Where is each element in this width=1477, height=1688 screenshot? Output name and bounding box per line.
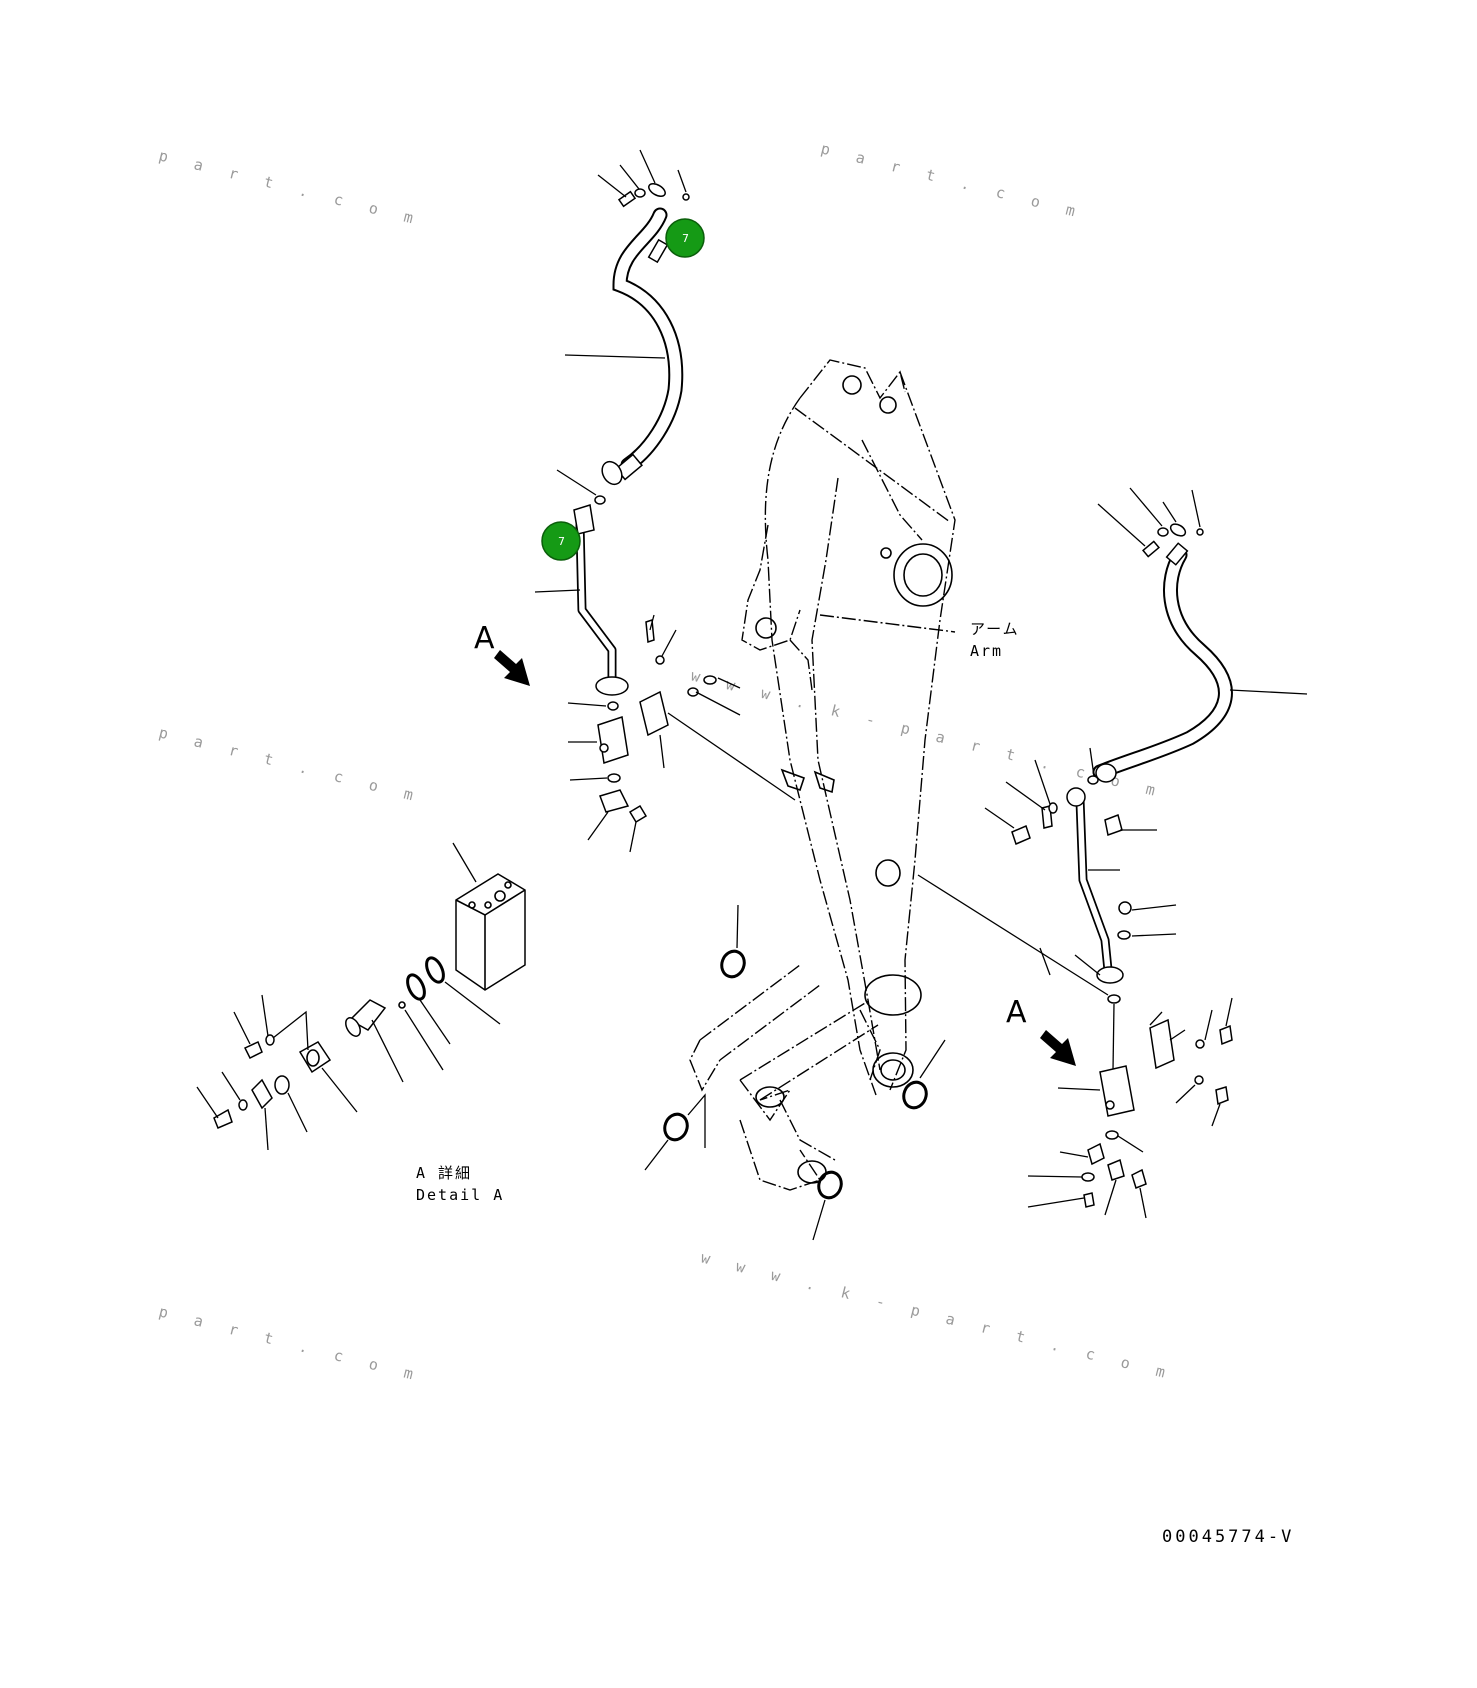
hose-left — [601, 207, 684, 486]
flange-bolts-right — [1097, 487, 1204, 558]
arm-label-jp: アーム — [970, 620, 1020, 638]
bucket-linkage — [689, 964, 881, 1191]
o-ring — [902, 1080, 928, 1110]
watermark: w w w . k - p a r t . c o m — [699, 1248, 1176, 1383]
arm-label-en: Arm — [970, 642, 1003, 660]
view-arrow-left-icon — [494, 650, 530, 686]
drawing-number: 00045774-V — [1162, 1527, 1294, 1547]
callout-7-tube[interactable]: 7 — [541, 521, 581, 561]
view-a-label-right: A — [1006, 995, 1027, 1030]
arm-outline — [741, 359, 956, 1096]
watermark: p a r t . c o m — [157, 723, 424, 806]
callout-7-hose[interactable]: 7 — [665, 218, 705, 258]
detail-a-parts — [196, 842, 526, 1151]
tube-right — [1066, 787, 1124, 984]
tube-left — [573, 504, 629, 696]
o-ring — [720, 949, 746, 979]
flange-bolts-top — [597, 149, 690, 208]
valve-assembly-left — [567, 614, 796, 853]
valve-assembly-right — [917, 874, 1233, 1219]
view-a-label-left: A — [474, 621, 495, 656]
svg-text:7: 7 — [682, 232, 689, 245]
watermark: p a r t . c o m — [157, 146, 424, 229]
watermark: p a r t . c o m — [157, 1302, 424, 1385]
bolts-right — [984, 759, 1177, 976]
view-arrow-right-icon — [1040, 1030, 1076, 1066]
detail-label-jp: A 詳細 — [416, 1164, 472, 1182]
o-ring — [817, 1170, 843, 1200]
watermark: p a r t . c o m — [819, 139, 1086, 222]
detail-label-en: Detail A — [416, 1186, 504, 1204]
hose-right — [1092, 542, 1233, 783]
svg-text:7: 7 — [558, 535, 565, 548]
o-ring — [663, 1112, 689, 1142]
